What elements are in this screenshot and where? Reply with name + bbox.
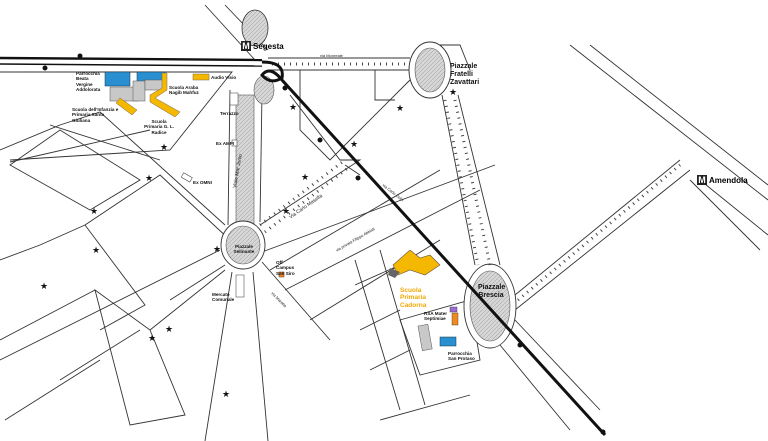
label-ex-ampi: Ex AMPI: [216, 141, 235, 146]
star-icon: ★: [213, 244, 222, 254]
label-mercato: Mercato Comunale: [212, 292, 235, 303]
san-protaso-church: [439, 336, 457, 347]
label-terrazzo: Terrazzo: [220, 111, 239, 116]
church-building: [104, 71, 131, 87]
brescia-square: [469, 270, 511, 342]
star-icon: ★: [282, 206, 291, 216]
star-icon: ★: [165, 324, 174, 334]
label-audio-visio: Audio Visio: [211, 75, 237, 80]
star-icon: ★: [350, 139, 359, 149]
star-icon: ★: [160, 142, 169, 152]
star-icon: ★: [289, 102, 298, 112]
label-piazzale-brescia: Piazzale Brescia: [478, 284, 506, 300]
label-ex-omni: Ex OMNI: [193, 180, 212, 185]
star-icon: ★: [92, 245, 101, 255]
metro-amendola[interactable]: M Amendola: [697, 175, 748, 185]
metro-station-label: Amendola: [709, 175, 748, 185]
zavattari-square: [414, 47, 446, 93]
star-icon: ★: [90, 206, 99, 216]
star-icon: ★: [40, 281, 49, 291]
label-cadorna: Scuola Primaria Cadorna: [400, 287, 427, 309]
buildings: [104, 71, 459, 351]
metro-icon: M: [241, 41, 251, 51]
railway-line: [0, 53, 607, 437]
label-piazzale-zavattari: Piazzale Fratelli Zavattari: [450, 63, 480, 87]
metro-icon: M: [697, 175, 707, 185]
label-santa-giuliana: Scuola dell'Infanzia e Primaria Santa Gi…: [72, 107, 119, 123]
star-icon: ★: [396, 103, 405, 113]
metro-segesta[interactable]: M Segesta: [241, 41, 284, 51]
label-rsa: RSA Mater Septimiae: [424, 311, 448, 322]
star-icon: ★: [222, 389, 231, 399]
label-radice: Scuola Primaria G. L. Radice: [144, 119, 174, 135]
street-via-monreale: via Monreale: [320, 53, 343, 58]
segesta-square: [241, 9, 269, 47]
label-parrocchia-addolorata: Parrocchia Beata Vergine Addolorata: [76, 71, 101, 92]
street-network: [0, 4, 768, 441]
label-off-campus: Off Campus San Siro: [276, 260, 295, 276]
selinunte-square: [225, 225, 261, 265]
label-san-protaso: Parrocchia San Protaso: [448, 351, 475, 362]
metro-station-label: Segesta: [253, 41, 284, 51]
label-scuola-araba: Scuola Araba Nagib Mahfuz: [169, 85, 199, 96]
cadorna-school: [392, 249, 441, 276]
star-icon: ★: [301, 172, 310, 182]
star-icon: ★: [449, 87, 458, 97]
star-icon: ★: [148, 333, 157, 343]
tree-rows: [259, 62, 681, 302]
radice-school: [149, 72, 181, 118]
label-piazzale-selinunte: Piazzale Selinunte: [233, 244, 255, 255]
star-icon: ★: [145, 173, 154, 183]
